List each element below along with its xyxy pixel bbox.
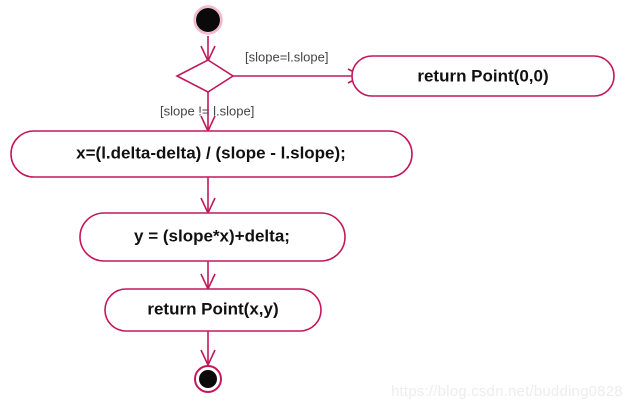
node-decision[interactable]	[175, 59, 235, 93]
node-action-compute-y[interactable]: y = (slope*x)+delta;	[79, 212, 346, 262]
edge-compute-y-to-return-xy	[200, 261, 216, 291]
edge-return-xy-to-end	[200, 331, 216, 367]
watermark: https://blog.csdn.net/budding0828	[391, 383, 623, 400]
edge-start-to-decision	[200, 36, 216, 63]
node-action-return-zero[interactable]: return Point(0,0)	[351, 55, 615, 97]
node-final[interactable]	[194, 365, 222, 393]
node-initial[interactable]	[193, 5, 223, 35]
edge-compute-x-to-compute-y	[200, 177, 216, 215]
node-action-compute-x[interactable]: x=(l.delta-delta) / (slope - l.slope);	[10, 130, 413, 178]
node-action-return-xy-label: return Point(x,y)	[147, 299, 278, 318]
node-action-return-xy[interactable]: return Point(x,y)	[104, 288, 322, 332]
edge-decision-to-return-zero	[233, 68, 364, 84]
node-action-compute-x-label: x=(l.delta-delta) / (slope - l.slope);	[76, 143, 346, 162]
guard-label-slope-not-equal: [slope != l.slope]	[160, 103, 254, 118]
node-action-compute-y-label: y = (slope*x)+delta;	[134, 226, 290, 245]
node-action-return-zero-label: return Point(0,0)	[417, 66, 548, 85]
guard-label-slope-equal: [slope=l.slope]	[245, 49, 328, 64]
